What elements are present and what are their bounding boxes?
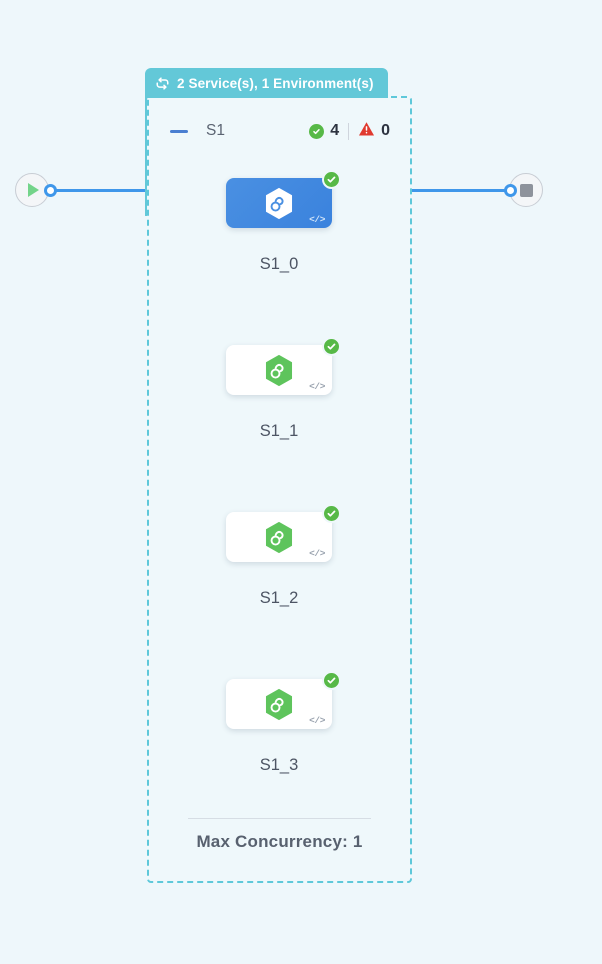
task-node[interactable]: </>: [226, 504, 341, 562]
stop-icon: [519, 183, 533, 197]
code-icon: </>: [309, 381, 325, 392]
loop-repeat-icon: [155, 76, 170, 91]
minus-icon[interactable]: [170, 129, 188, 133]
task-node-label: S1_1: [259, 422, 299, 440]
task-node[interactable]: </>: [226, 671, 341, 729]
success-counter: 4: [309, 122, 339, 140]
task-node-label: S1_0: [259, 255, 299, 273]
edge-group-to-end: [412, 189, 517, 192]
task-node[interactable]: </>: [226, 170, 341, 228]
warning-count: 0: [381, 122, 390, 139]
task-node[interactable]: </>: [226, 337, 341, 395]
end-input-port[interactable]: [504, 184, 517, 197]
group-header[interactable]: 2 Service(s), 1 Environment(s): [145, 68, 388, 98]
counter-divider: [348, 122, 350, 140]
warning-counter: 0: [358, 121, 390, 142]
code-icon: </>: [309, 214, 325, 225]
check-circle-icon: [322, 504, 341, 523]
warning-triangle-icon: [358, 121, 375, 142]
check-circle-icon: [322, 671, 341, 690]
service-name-label: S1: [206, 122, 225, 139]
service-row: S1 4 0: [170, 118, 390, 144]
service-hexagon-icon: [265, 521, 293, 553]
service-hexagon-icon: [265, 187, 293, 219]
task-node-label: S1_2: [259, 589, 299, 607]
check-circle-icon: [322, 170, 341, 189]
max-concurrency-label: Max Concurrency: 1: [196, 832, 363, 851]
play-icon: [28, 183, 39, 197]
group-header-label: 2 Service(s), 1 Environment(s): [177, 75, 374, 91]
service-hexagon-icon: [265, 688, 293, 720]
task-node-label: S1_3: [259, 756, 299, 774]
check-circle-icon: [309, 123, 325, 139]
group-footer-divider: [188, 818, 371, 819]
edge-start-to-group: [48, 189, 148, 192]
service-hexagon-icon: [265, 354, 293, 386]
success-count: 4: [330, 122, 340, 139]
code-icon: </>: [309, 715, 325, 726]
check-circle-icon: [322, 337, 341, 356]
start-node[interactable]: [15, 173, 49, 207]
service-counters: 4 0: [309, 121, 390, 142]
code-icon: </>: [309, 548, 325, 559]
start-output-port[interactable]: [44, 184, 57, 197]
